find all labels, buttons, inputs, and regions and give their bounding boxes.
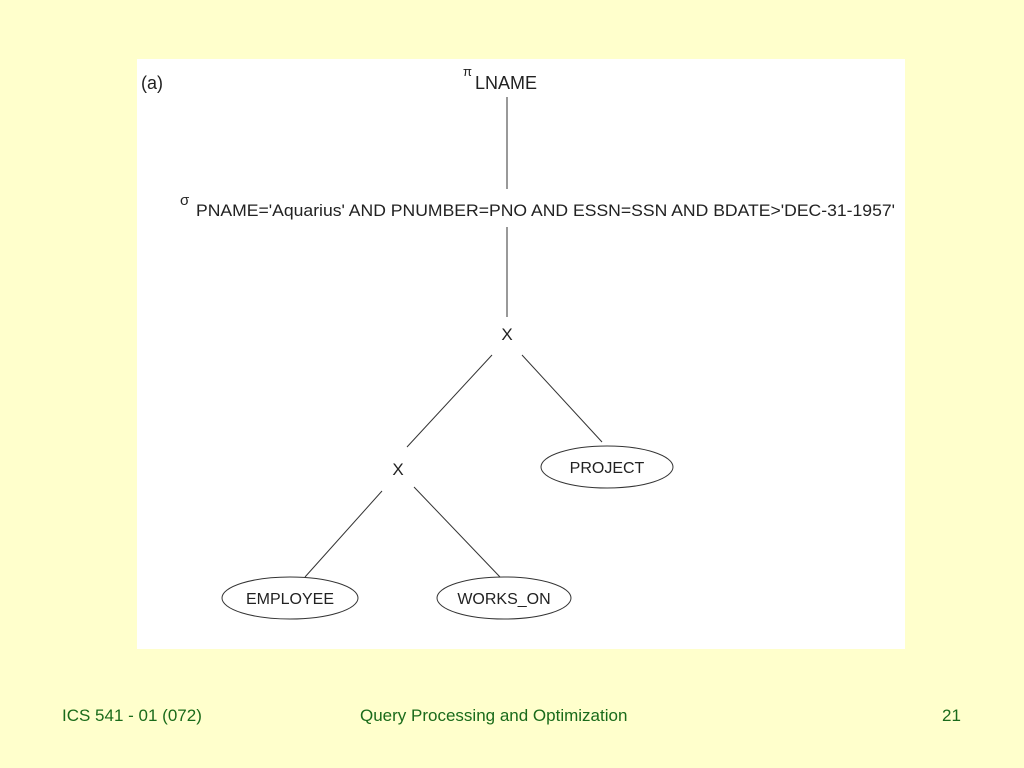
relation-works-on-ellipse xyxy=(436,576,572,620)
cartesian-product-bottom: X xyxy=(392,460,403,479)
relation-project: PROJECT xyxy=(540,445,674,489)
relation-project-label: PROJECT xyxy=(570,460,645,477)
edge-product-project xyxy=(521,354,603,443)
part-label: (a) xyxy=(141,73,163,93)
query-tree-svg: (a) π LNAME σ PNAME='Aquarius' AND PNUMB… xyxy=(141,64,895,620)
edge-product2-workson xyxy=(413,486,501,578)
cartesian-product-top: X xyxy=(501,325,512,344)
relation-employee-ellipse xyxy=(221,576,359,620)
edge-product-left xyxy=(406,354,493,448)
relation-project-ellipse xyxy=(540,445,674,489)
footer-page-number: 21 xyxy=(942,706,961,725)
footer-topic: Query Processing and Optimization xyxy=(360,706,628,725)
projection-symbol: π xyxy=(463,64,472,79)
footer-course: ICS 541 - 01 (072) xyxy=(62,706,202,725)
projection-attribute: LNAME xyxy=(475,73,537,93)
relation-works-on-label: WORKS_ON xyxy=(457,591,550,608)
selection-symbol: σ xyxy=(180,192,190,209)
relation-employee: EMPLOYEE xyxy=(221,576,359,620)
relation-employee-label: EMPLOYEE xyxy=(246,591,334,608)
relation-works-on: WORKS_ON xyxy=(436,576,572,620)
selection-condition: PNAME='Aquarius' AND PNUMBER=PNO AND ESS… xyxy=(196,202,895,220)
query-tree-figure: (a) π LNAME σ PNAME='Aquarius' AND PNUMB… xyxy=(137,59,905,649)
edge-product2-employee xyxy=(304,490,383,578)
